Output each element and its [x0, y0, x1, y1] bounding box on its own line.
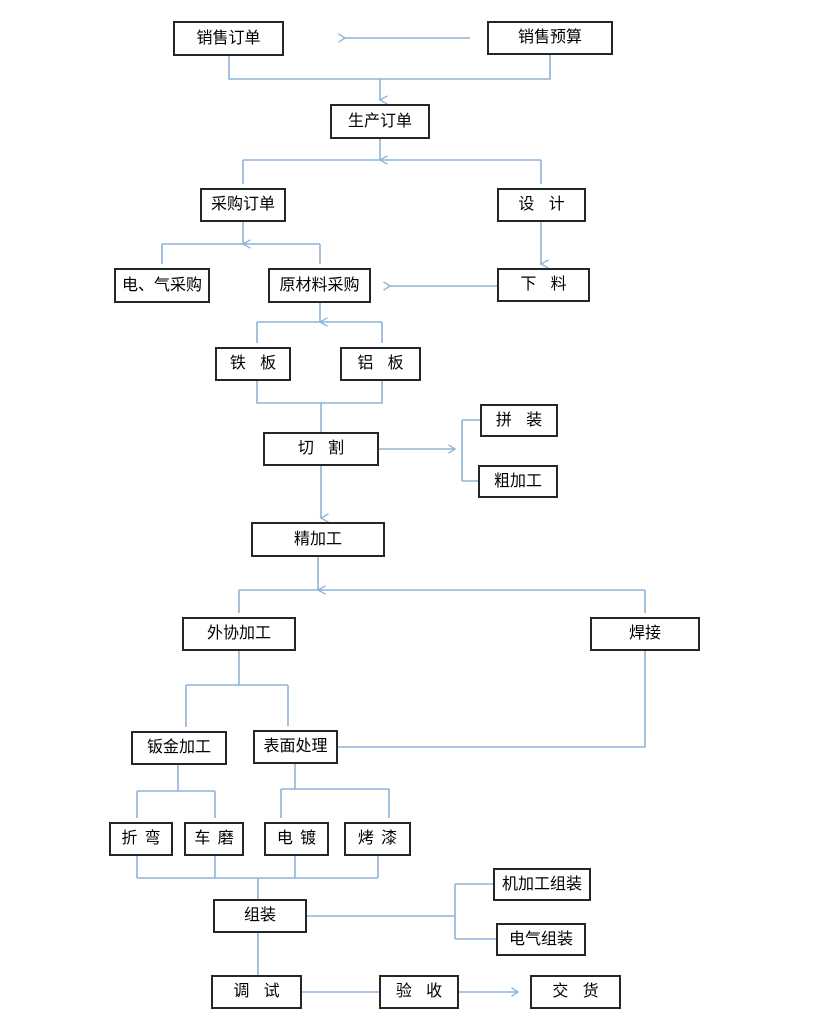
node-label-turn_grind: 车 磨	[194, 830, 236, 847]
node-outsourced[interactable]: 外协加工	[182, 617, 296, 651]
edge-salesorder-down	[228, 56, 380, 80]
node-sheet_metal[interactable]: 钣金加工	[131, 731, 227, 765]
node-label-utility_purchase: 电、气采购	[121, 276, 202, 294]
edge-outsourced-split	[185, 684, 289, 727]
node-label-blanking: 下 料	[520, 276, 572, 293]
node-label-electrical_assembly: 电气组装	[508, 930, 573, 948]
edge-fine-split	[238, 589, 646, 613]
edge-aluminum-down	[321, 381, 383, 404]
edge-steel-down	[256, 381, 321, 404]
edge-salesbudget-down	[380, 55, 551, 80]
node-turn_grind[interactable]: 车 磨	[184, 822, 244, 856]
node-machining_assembly[interactable]: 机加工组装	[493, 868, 591, 901]
edge-assembly-branch	[454, 883, 496, 940]
node-production_order[interactable]: 生产订单	[330, 104, 430, 139]
node-label-assembly: 组装	[243, 907, 276, 924]
node-label-aluminum_plate: 铝 板	[357, 355, 409, 372]
node-rough_machining[interactable]: 粗加工	[478, 465, 558, 498]
node-welding[interactable]: 焊接	[590, 617, 700, 651]
node-label-sheet_metal: 钣金加工	[146, 739, 211, 756]
node-utility_purchase[interactable]: 电、气采购	[114, 268, 210, 303]
node-material_purchase[interactable]: 原材料采购	[268, 268, 371, 303]
node-splicing[interactable]: 拼 装	[480, 404, 558, 437]
edge-welding-to-surface	[338, 651, 646, 748]
node-label-surface_treatment: 表面处理	[263, 738, 328, 755]
node-label-rough_machining: 粗加工	[493, 472, 542, 490]
node-aluminum_plate[interactable]: 铝 板	[340, 347, 421, 381]
node-label-fine_machining: 精加工	[293, 530, 342, 548]
node-label-splicing: 拼 装	[495, 411, 548, 429]
node-acceptance[interactable]: 验 收	[379, 975, 459, 1009]
node-label-acceptance: 验 收	[395, 983, 448, 1000]
edge-sheetmetal-split	[136, 790, 216, 818]
edge-surface-split	[280, 788, 390, 818]
node-bending[interactable]: 折 弯	[109, 822, 173, 856]
node-sales_budget[interactable]: 销售预算	[487, 21, 613, 55]
node-fine_machining[interactable]: 精加工	[251, 522, 385, 557]
node-surface_treatment[interactable]: 表面处理	[253, 730, 338, 764]
node-sales_order[interactable]: 销售订单	[173, 21, 284, 56]
node-electrical_assembly[interactable]: 电气组装	[496, 923, 586, 956]
edge-purchase-split	[161, 243, 321, 264]
node-label-delivery: 交 货	[552, 983, 604, 1000]
node-label-design: 设 计	[518, 196, 570, 213]
node-label-welding: 焊接	[628, 625, 661, 642]
node-label-steel_plate: 铁 板	[229, 355, 282, 372]
node-label-purchase_order: 采购订单	[210, 196, 275, 213]
node-delivery[interactable]: 交 货	[530, 975, 621, 1009]
node-label-cutting: 切 割	[297, 440, 350, 457]
node-paint_baking[interactable]: 烤 漆	[344, 822, 411, 856]
node-label-paint_baking: 烤 漆	[357, 830, 399, 847]
node-label-plating: 电 镀	[276, 830, 318, 847]
node-label-sales_budget: 销售预算	[517, 29, 582, 46]
node-label-material_purchase: 原材料采购	[279, 276, 360, 294]
edge-material-split	[256, 321, 383, 343]
node-label-machining_assembly: 机加工组装	[501, 875, 582, 893]
node-assembly[interactable]: 组装	[213, 899, 307, 933]
node-purchase_order[interactable]: 采购订单	[200, 188, 286, 222]
node-blanking[interactable]: 下 料	[497, 268, 590, 302]
edge-production-split	[242, 159, 542, 184]
node-design[interactable]: 设 计	[497, 188, 586, 222]
node-plating[interactable]: 电 镀	[264, 822, 329, 856]
node-label-sales_order: 销售订单	[196, 29, 261, 47]
node-label-production_order: 生产订单	[347, 112, 412, 130]
node-cutting[interactable]: 切 割	[263, 432, 379, 466]
node-label-debugging: 调 试	[233, 983, 285, 1000]
node-label-bending: 折 弯	[121, 830, 163, 847]
node-debugging[interactable]: 调 试	[211, 975, 302, 1009]
node-label-outsourced: 外协加工	[206, 625, 271, 642]
node-steel_plate[interactable]: 铁 板	[215, 347, 291, 381]
